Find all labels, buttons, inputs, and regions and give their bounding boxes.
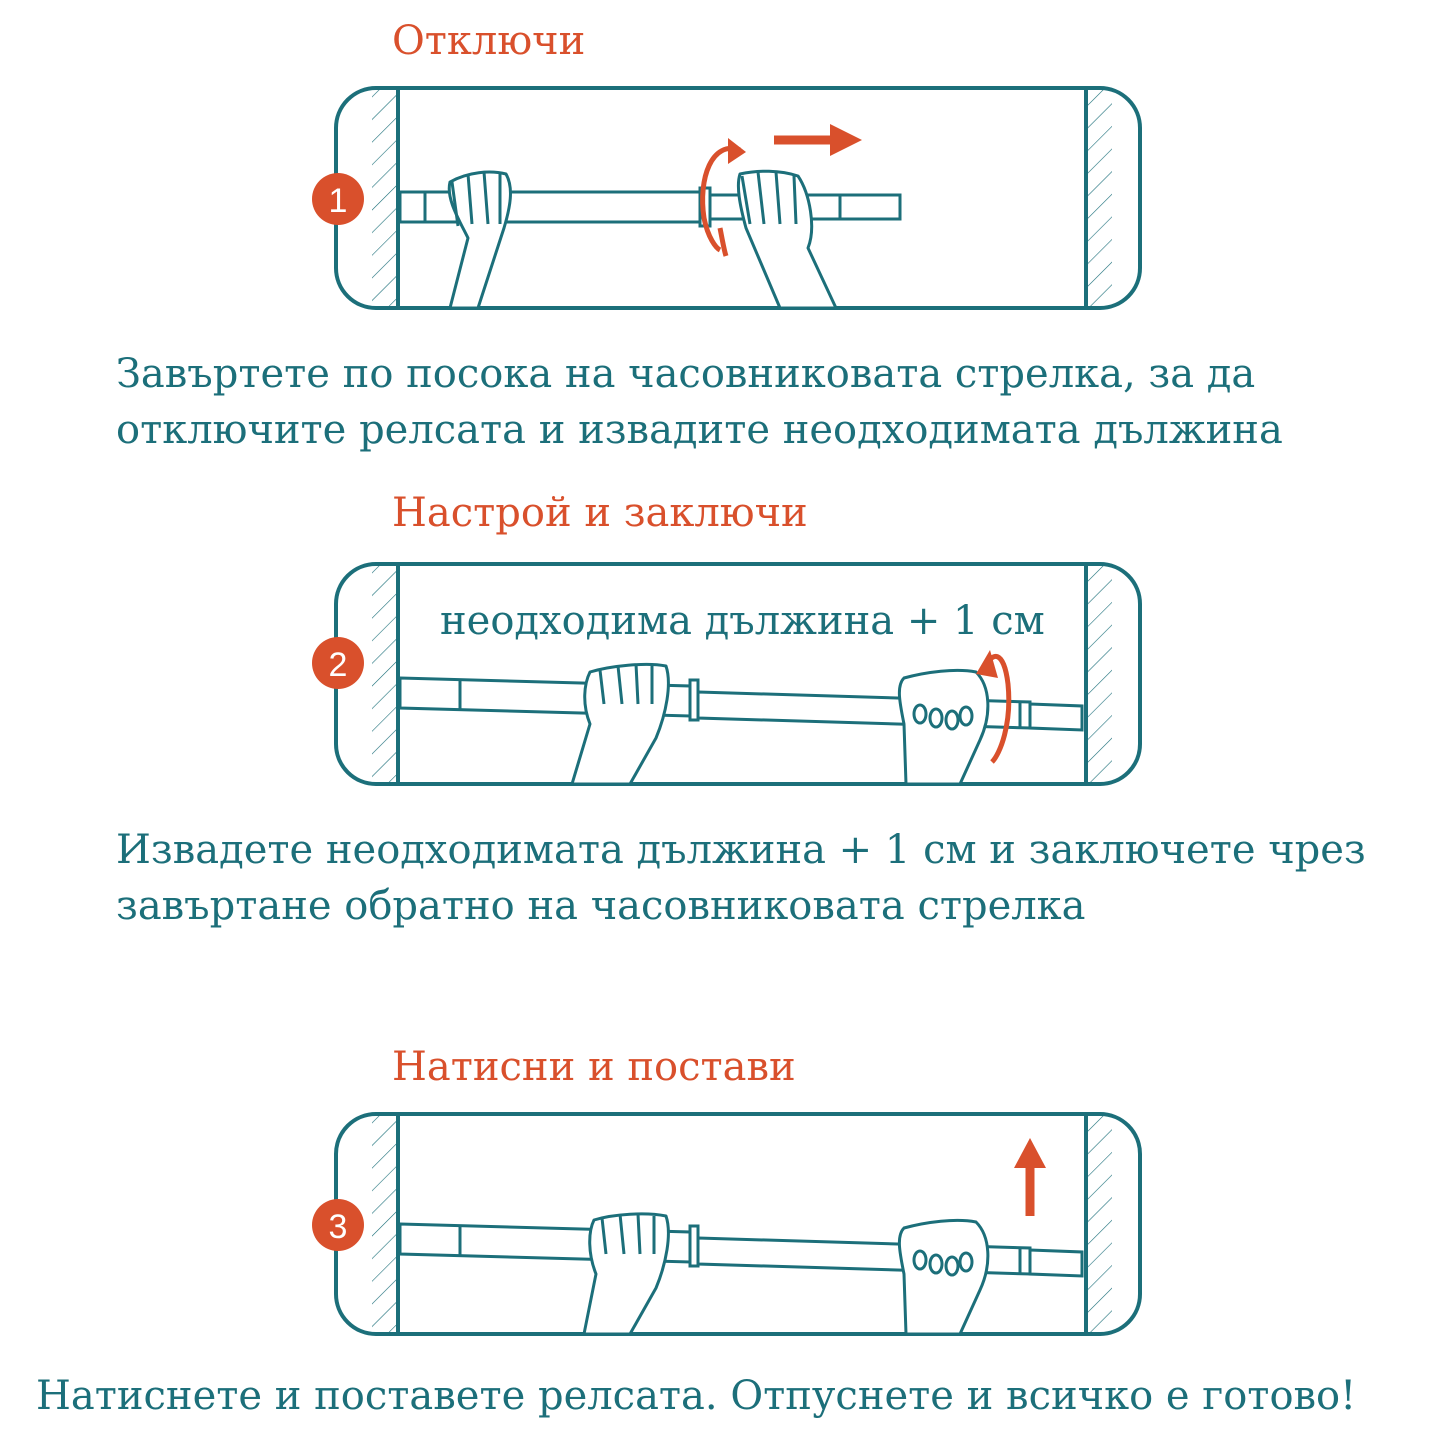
step-2-description: Извадете неодходимата дължина + 1 см и з… bbox=[116, 822, 1366, 934]
step-1-number: 1 bbox=[329, 182, 348, 220]
step-3-number: 3 bbox=[329, 1208, 348, 1246]
step-3-badge bbox=[312, 1199, 364, 1251]
step-3-illustration: 3 bbox=[312, 1112, 1142, 1336]
step-2-badge bbox=[312, 637, 364, 689]
hand-icon bbox=[736, 169, 838, 310]
step-1-description: Завъртете по посока на часовниковата стр… bbox=[116, 346, 1283, 458]
length-annotation: неодходима дължина + 1 см bbox=[440, 598, 1045, 644]
step-3-description: Натиснете и поставете релсата. Отпуснете… bbox=[36, 1368, 1356, 1424]
left-wall bbox=[372, 1116, 398, 1332]
hand-icon bbox=[897, 1218, 990, 1336]
step-2-number: 2 bbox=[329, 646, 348, 684]
hand-icon bbox=[582, 1212, 670, 1336]
rotate-arrow-icon bbox=[976, 650, 1012, 764]
step-1-illustration: 1 bbox=[312, 86, 1142, 310]
step-3-title: Натисни и постави bbox=[392, 1044, 796, 1090]
step-1-description-line: Завъртете по посока на часовниковата стр… bbox=[116, 351, 1256, 397]
step-3-panel: 3 bbox=[300, 1104, 1160, 1344]
step-1-title: Отключи bbox=[392, 18, 586, 64]
hand-icon bbox=[897, 668, 990, 786]
right-wall bbox=[1086, 90, 1112, 306]
rotate-arrow-icon bbox=[700, 138, 746, 257]
step-1-description-line: отключите релсата и извадите неодходимат… bbox=[116, 407, 1283, 453]
step-2-panel: 2 неодходима дължина + 1 см bbox=[300, 554, 1160, 794]
step-2-description-line: Извадете неодходимата дължина + 1 см и з… bbox=[116, 827, 1366, 873]
window-frame bbox=[334, 562, 1142, 786]
right-arrow-icon bbox=[774, 124, 862, 156]
step-2-description-line: завъртане обратно на часовниковата стрел… bbox=[116, 883, 1086, 929]
step-2-illustration: 2 неодходима дължина + 1 см bbox=[312, 562, 1142, 786]
hand-icon bbox=[447, 170, 512, 310]
hand-icon bbox=[570, 662, 670, 786]
step-1-panel: 1 bbox=[300, 78, 1160, 318]
step-3-description-line: Натиснете и поставете релсата. Отпуснете… bbox=[36, 1373, 1357, 1419]
left-wall bbox=[372, 90, 398, 306]
right-wall bbox=[1086, 566, 1112, 782]
left-wall bbox=[372, 566, 398, 782]
right-wall bbox=[1086, 1116, 1112, 1332]
window-frame bbox=[334, 1112, 1142, 1336]
up-arrow-icon bbox=[1014, 1138, 1046, 1216]
step-2-title: Настрой и заключи bbox=[392, 490, 808, 536]
step-1-badge bbox=[312, 173, 364, 225]
